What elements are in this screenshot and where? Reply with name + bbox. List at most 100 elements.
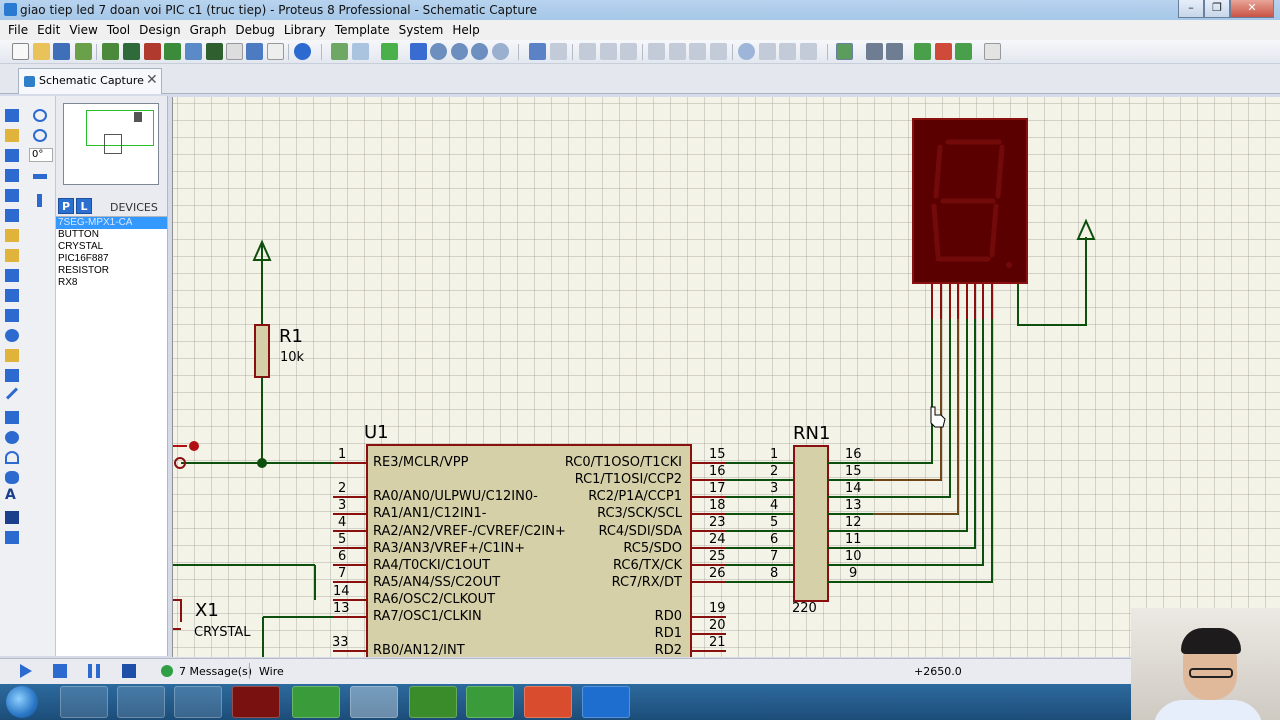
step-icon[interactable]	[53, 664, 67, 678]
box-2d-icon[interactable]	[5, 411, 19, 424]
device-item-resistor[interactable]: RESISTOR	[58, 265, 109, 276]
electrical-rule-check-icon[interactable]	[955, 43, 972, 60]
packaging-tool-icon[interactable]	[779, 43, 796, 60]
stop-icon[interactable]	[122, 664, 136, 678]
refresh-icon[interactable]	[331, 43, 348, 60]
camtasia-studio-icon[interactable]	[466, 686, 514, 718]
block-move-icon[interactable]	[669, 43, 686, 60]
device-item-7seg[interactable]: 7SEG-MPX1-CA	[56, 217, 167, 229]
menu-template[interactable]: Template	[334, 23, 390, 37]
copy-icon[interactable]	[600, 43, 617, 60]
device-item-pic16f887[interactable]: PIC16F887	[58, 253, 109, 264]
open-folder-icon[interactable]	[33, 43, 50, 60]
chrome-like-icon[interactable]	[292, 686, 340, 718]
voltage-probe-icon[interactable]	[5, 349, 19, 362]
x1-value-label[interactable]: CRYSTAL	[194, 625, 251, 640]
pause-icon[interactable]	[88, 664, 100, 678]
device-item-crystal[interactable]: CRYSTAL	[58, 241, 104, 252]
menu-system[interactable]: System	[398, 23, 444, 37]
menu-help[interactable]: Help	[452, 23, 480, 37]
block-delete-icon[interactable]	[710, 43, 727, 60]
schematic-icon[interactable]	[123, 43, 140, 60]
arc-2d-icon[interactable]	[5, 451, 19, 464]
mirror-horizontal-icon[interactable]	[33, 174, 47, 179]
file-explorer-icon[interactable]	[117, 686, 165, 718]
grid-icon[interactable]	[352, 43, 369, 60]
symbol-2d-icon[interactable]	[5, 511, 19, 524]
wires-portc-to-rn1[interactable]	[726, 462, 794, 583]
help-icon[interactable]	[294, 43, 311, 60]
device-item-button[interactable]: BUTTON	[58, 229, 99, 240]
decompose-icon[interactable]	[800, 43, 817, 60]
undo-icon[interactable]	[529, 43, 546, 60]
pan-icon[interactable]	[410, 43, 427, 60]
pcb-icon[interactable]	[144, 43, 161, 60]
property-assignment-icon[interactable]	[886, 43, 903, 60]
play-icon[interactable]	[20, 664, 32, 678]
menu-tool[interactable]: Tool	[106, 23, 131, 37]
zoom-in-icon[interactable]	[430, 43, 447, 60]
minimize-button[interactable]: –	[1178, 0, 1204, 18]
path-2d-icon[interactable]	[5, 471, 19, 484]
netlist-icon[interactable]	[984, 43, 1001, 60]
menu-file[interactable]: File	[8, 23, 29, 37]
mirror-vertical-icon[interactable]	[37, 194, 42, 207]
tape-recorder-icon[interactable]	[5, 309, 19, 322]
library-manager-button[interactable]: L	[76, 198, 92, 214]
zoom-out-icon[interactable]	[451, 43, 468, 60]
buses-icon[interactable]	[5, 209, 19, 222]
block-rotate-icon[interactable]	[689, 43, 706, 60]
junction-dot-icon[interactable]	[5, 149, 19, 162]
rotate-anticlockwise-icon[interactable]	[33, 129, 47, 142]
pick-devices-button[interactable]: P	[58, 198, 74, 214]
design-explorer-icon[interactable]	[246, 43, 263, 60]
start-button-icon[interactable]	[6, 686, 38, 718]
notes-icon[interactable]	[267, 43, 284, 60]
close-button[interactable]: ✕	[1230, 0, 1274, 18]
component-mode-icon[interactable]	[5, 129, 19, 142]
overview-window[interactable]	[63, 103, 159, 185]
gerber-icon[interactable]	[164, 43, 181, 60]
tab-schematic-capture[interactable]: Schematic Capture ✕	[18, 68, 162, 94]
make-device-icon[interactable]	[759, 43, 776, 60]
r1-resistor-body[interactable]	[254, 324, 270, 378]
origin-icon[interactable]	[381, 43, 398, 60]
new-sheet-icon[interactable]	[914, 43, 931, 60]
teamviewer-icon[interactable]	[582, 686, 630, 718]
rn1-ref-label[interactable]: RN1	[793, 423, 831, 444]
schematic-canvas[interactable]: R1 10k U1 1 2 3 4 5 6 7 14 13 33 RE3/MCL…	[172, 97, 1280, 657]
proteus-isis-icon[interactable]	[350, 686, 398, 718]
u1-chip-body[interactable]	[366, 444, 692, 657]
x1-ref-label[interactable]: X1	[195, 600, 219, 621]
rn1-value-label[interactable]: 220	[792, 601, 817, 616]
pick-device-icon[interactable]	[738, 43, 755, 60]
rotation-angle[interactable]: 0°	[29, 148, 53, 162]
proteus-ares-icon[interactable]	[409, 686, 457, 718]
virtual-instruments-icon[interactable]	[5, 369, 19, 382]
generator-icon[interactable]	[5, 329, 19, 342]
menu-debug[interactable]: Debug	[235, 23, 275, 37]
sub-circuit-icon[interactable]	[5, 229, 19, 242]
device-pins-icon[interactable]	[5, 269, 19, 282]
wire-autorouter-icon[interactable]	[836, 43, 853, 60]
wire-label-icon[interactable]	[5, 169, 19, 182]
junction-dot[interactable]	[257, 458, 267, 468]
message-count[interactable]: 7 Message(s)	[179, 665, 253, 678]
code-editor-icon[interactable]	[524, 686, 572, 718]
zoom-area-icon[interactable]	[492, 43, 509, 60]
r1-ref-label[interactable]: R1	[279, 326, 303, 347]
device-item-rx8[interactable]: RX8	[58, 277, 78, 288]
markers-icon[interactable]	[5, 531, 19, 544]
tab-close-button[interactable]: ✕	[146, 72, 158, 88]
redo-icon[interactable]	[550, 43, 567, 60]
internet-explorer-icon[interactable]	[60, 686, 108, 718]
save-icon[interactable]	[53, 43, 70, 60]
bom-icon[interactable]	[206, 43, 223, 60]
home-icon[interactable]	[102, 43, 119, 60]
menu-edit[interactable]: Edit	[37, 23, 61, 37]
maximize-button[interactable]: ❐	[1204, 0, 1230, 18]
menu-view[interactable]: View	[69, 23, 98, 37]
camtasia-recorder-icon[interactable]	[232, 686, 280, 718]
zoom-all-icon[interactable]	[471, 43, 488, 60]
x1-crystal-body[interactable]	[173, 599, 182, 622]
